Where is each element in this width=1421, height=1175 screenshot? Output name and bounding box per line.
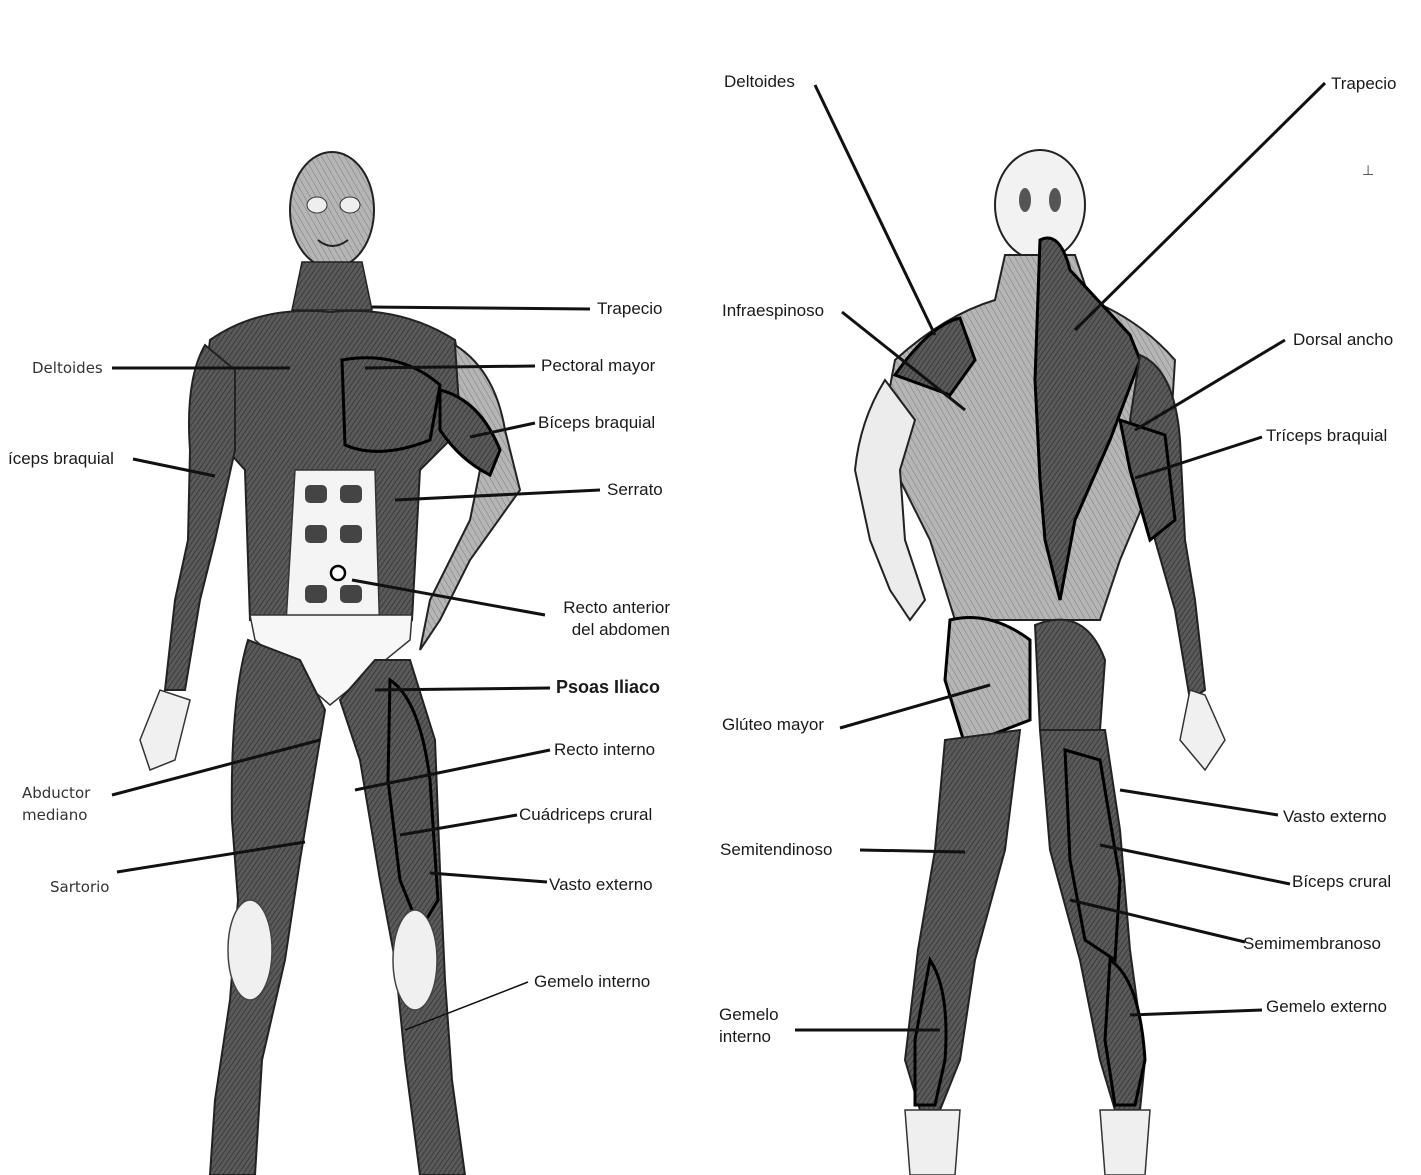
leader-front-pectoral bbox=[365, 366, 535, 368]
label-back-infraespinoso: Infraespinoso bbox=[722, 300, 824, 322]
leader-back-deltoides bbox=[815, 85, 935, 335]
front-neck bbox=[292, 262, 372, 310]
back-figure bbox=[855, 150, 1225, 1175]
leader-back-trapecio bbox=[1075, 83, 1325, 330]
leader-back-biceps-crural bbox=[1100, 845, 1290, 884]
label-front-abductor-mediano: Abductor mediano bbox=[22, 782, 102, 826]
label-back-triceps-braquial: Tríceps braquial bbox=[1266, 425, 1387, 447]
label-front-recto-anterior: Recto anterior del abdomen bbox=[540, 597, 670, 641]
label-front-sartorio: Sartorio bbox=[50, 876, 109, 898]
leader-back-gemelo-externo bbox=[1130, 1010, 1262, 1015]
label-back-vasto-externo: Vasto externo bbox=[1283, 806, 1387, 828]
label-front-vasto-externo: Vasto externo bbox=[549, 874, 653, 896]
label-back-biceps-crural: Bíceps crural bbox=[1292, 871, 1391, 893]
label-back-gluteo-mayor: Glúteo mayor bbox=[722, 714, 824, 736]
label-front-psoas-iliaco: Psoas Iliaco bbox=[556, 676, 660, 698]
back-calf-right bbox=[1105, 960, 1145, 1105]
label-back-semitendinoso: Semitendinoso bbox=[720, 839, 832, 861]
leader-front-psoas bbox=[375, 688, 550, 690]
label-back-gemelo-interno-line1: Gemelo bbox=[719, 1004, 799, 1026]
label-front-trapecio: Trapecio bbox=[597, 298, 663, 320]
front-leg-left bbox=[210, 640, 325, 1175]
front-arm-left bbox=[165, 345, 235, 690]
label-front-pectoral-mayor: Pectoral mayor bbox=[541, 355, 655, 377]
label-front-recto-interno: Recto interno bbox=[554, 739, 655, 761]
label-front-cuadriceps-crural: Cuádriceps crural bbox=[519, 804, 652, 826]
label-back-gemelo-interno: Gemelo interno bbox=[719, 1004, 799, 1048]
back-gluteus bbox=[945, 618, 1030, 746]
label-back-deltoides: Deltoides bbox=[724, 71, 795, 93]
label-back-semimembranoso: Semimembranoso bbox=[1243, 933, 1381, 955]
label-front-recto-anterior-line2: del abdomen bbox=[540, 619, 670, 641]
label-front-abductor-line1: Abductor bbox=[22, 782, 102, 804]
page-mark: ⊥ bbox=[1362, 163, 1374, 179]
label-front-serrato: Serrato bbox=[607, 479, 663, 501]
label-back-dorsal-ancho: Dorsal ancho bbox=[1293, 329, 1393, 351]
label-front-deltoides: Deltoides bbox=[32, 357, 103, 379]
leader-front-vasto bbox=[430, 873, 547, 882]
label-front-triceps-braquial: íceps braquial bbox=[8, 448, 114, 470]
label-front-abductor-line2: mediano bbox=[22, 804, 102, 826]
leader-front-trapecio bbox=[372, 307, 590, 309]
label-front-biceps-braquial: Bíceps braquial bbox=[538, 412, 655, 434]
label-front-recto-anterior-line1: Recto anterior bbox=[540, 597, 670, 619]
label-front-gemelo-interno: Gemelo interno bbox=[534, 971, 650, 993]
label-back-trapecio: Trapecio bbox=[1331, 73, 1397, 95]
front-head bbox=[290, 152, 374, 268]
label-back-gemelo-externo: Gemelo externo bbox=[1266, 996, 1387, 1018]
leader-back-semitendinoso bbox=[860, 850, 965, 852]
leader-back-vasto bbox=[1120, 790, 1278, 815]
label-back-gemelo-interno-line2: interno bbox=[719, 1026, 799, 1048]
front-figure bbox=[140, 152, 520, 1175]
